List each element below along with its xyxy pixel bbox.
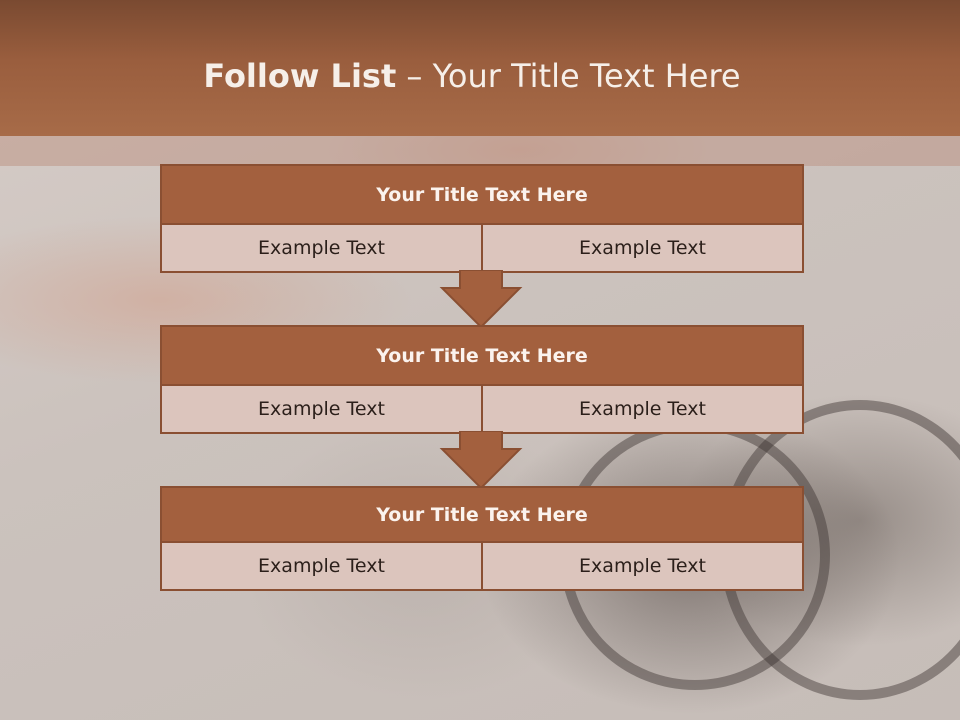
step-block: Your Title Text Here Example Text Exampl…: [160, 486, 804, 591]
step-block-row: Example Text Example Text: [162, 225, 802, 271]
example-cell: Example Text: [162, 225, 481, 271]
header-bar: [0, 0, 960, 136]
step-block: Your Title Text Here Example Text Exampl…: [160, 164, 804, 273]
page-title-rest: – Your Title Text Here: [396, 57, 741, 95]
example-cell: Example Text: [481, 225, 802, 271]
page-title-bold: Follow List: [203, 57, 397, 95]
step-block-row: Example Text Example Text: [162, 543, 802, 589]
step-block-row: Example Text Example Text: [162, 386, 802, 432]
page-title: Follow List – Your Title Text Here: [0, 52, 944, 100]
step-block-title: Your Title Text Here: [162, 327, 802, 386]
step-block: Your Title Text Here Example Text Exampl…: [160, 325, 804, 434]
example-cell: Example Text: [481, 386, 802, 432]
down-arrow-icon: [439, 270, 523, 329]
example-cell: Example Text: [162, 386, 481, 432]
step-block-title: Your Title Text Here: [162, 166, 802, 225]
example-cell: Example Text: [162, 543, 481, 589]
header-strip: [0, 136, 960, 166]
example-cell: Example Text: [481, 543, 802, 589]
down-arrow-icon: [439, 431, 523, 490]
step-block-title: Your Title Text Here: [162, 488, 802, 543]
